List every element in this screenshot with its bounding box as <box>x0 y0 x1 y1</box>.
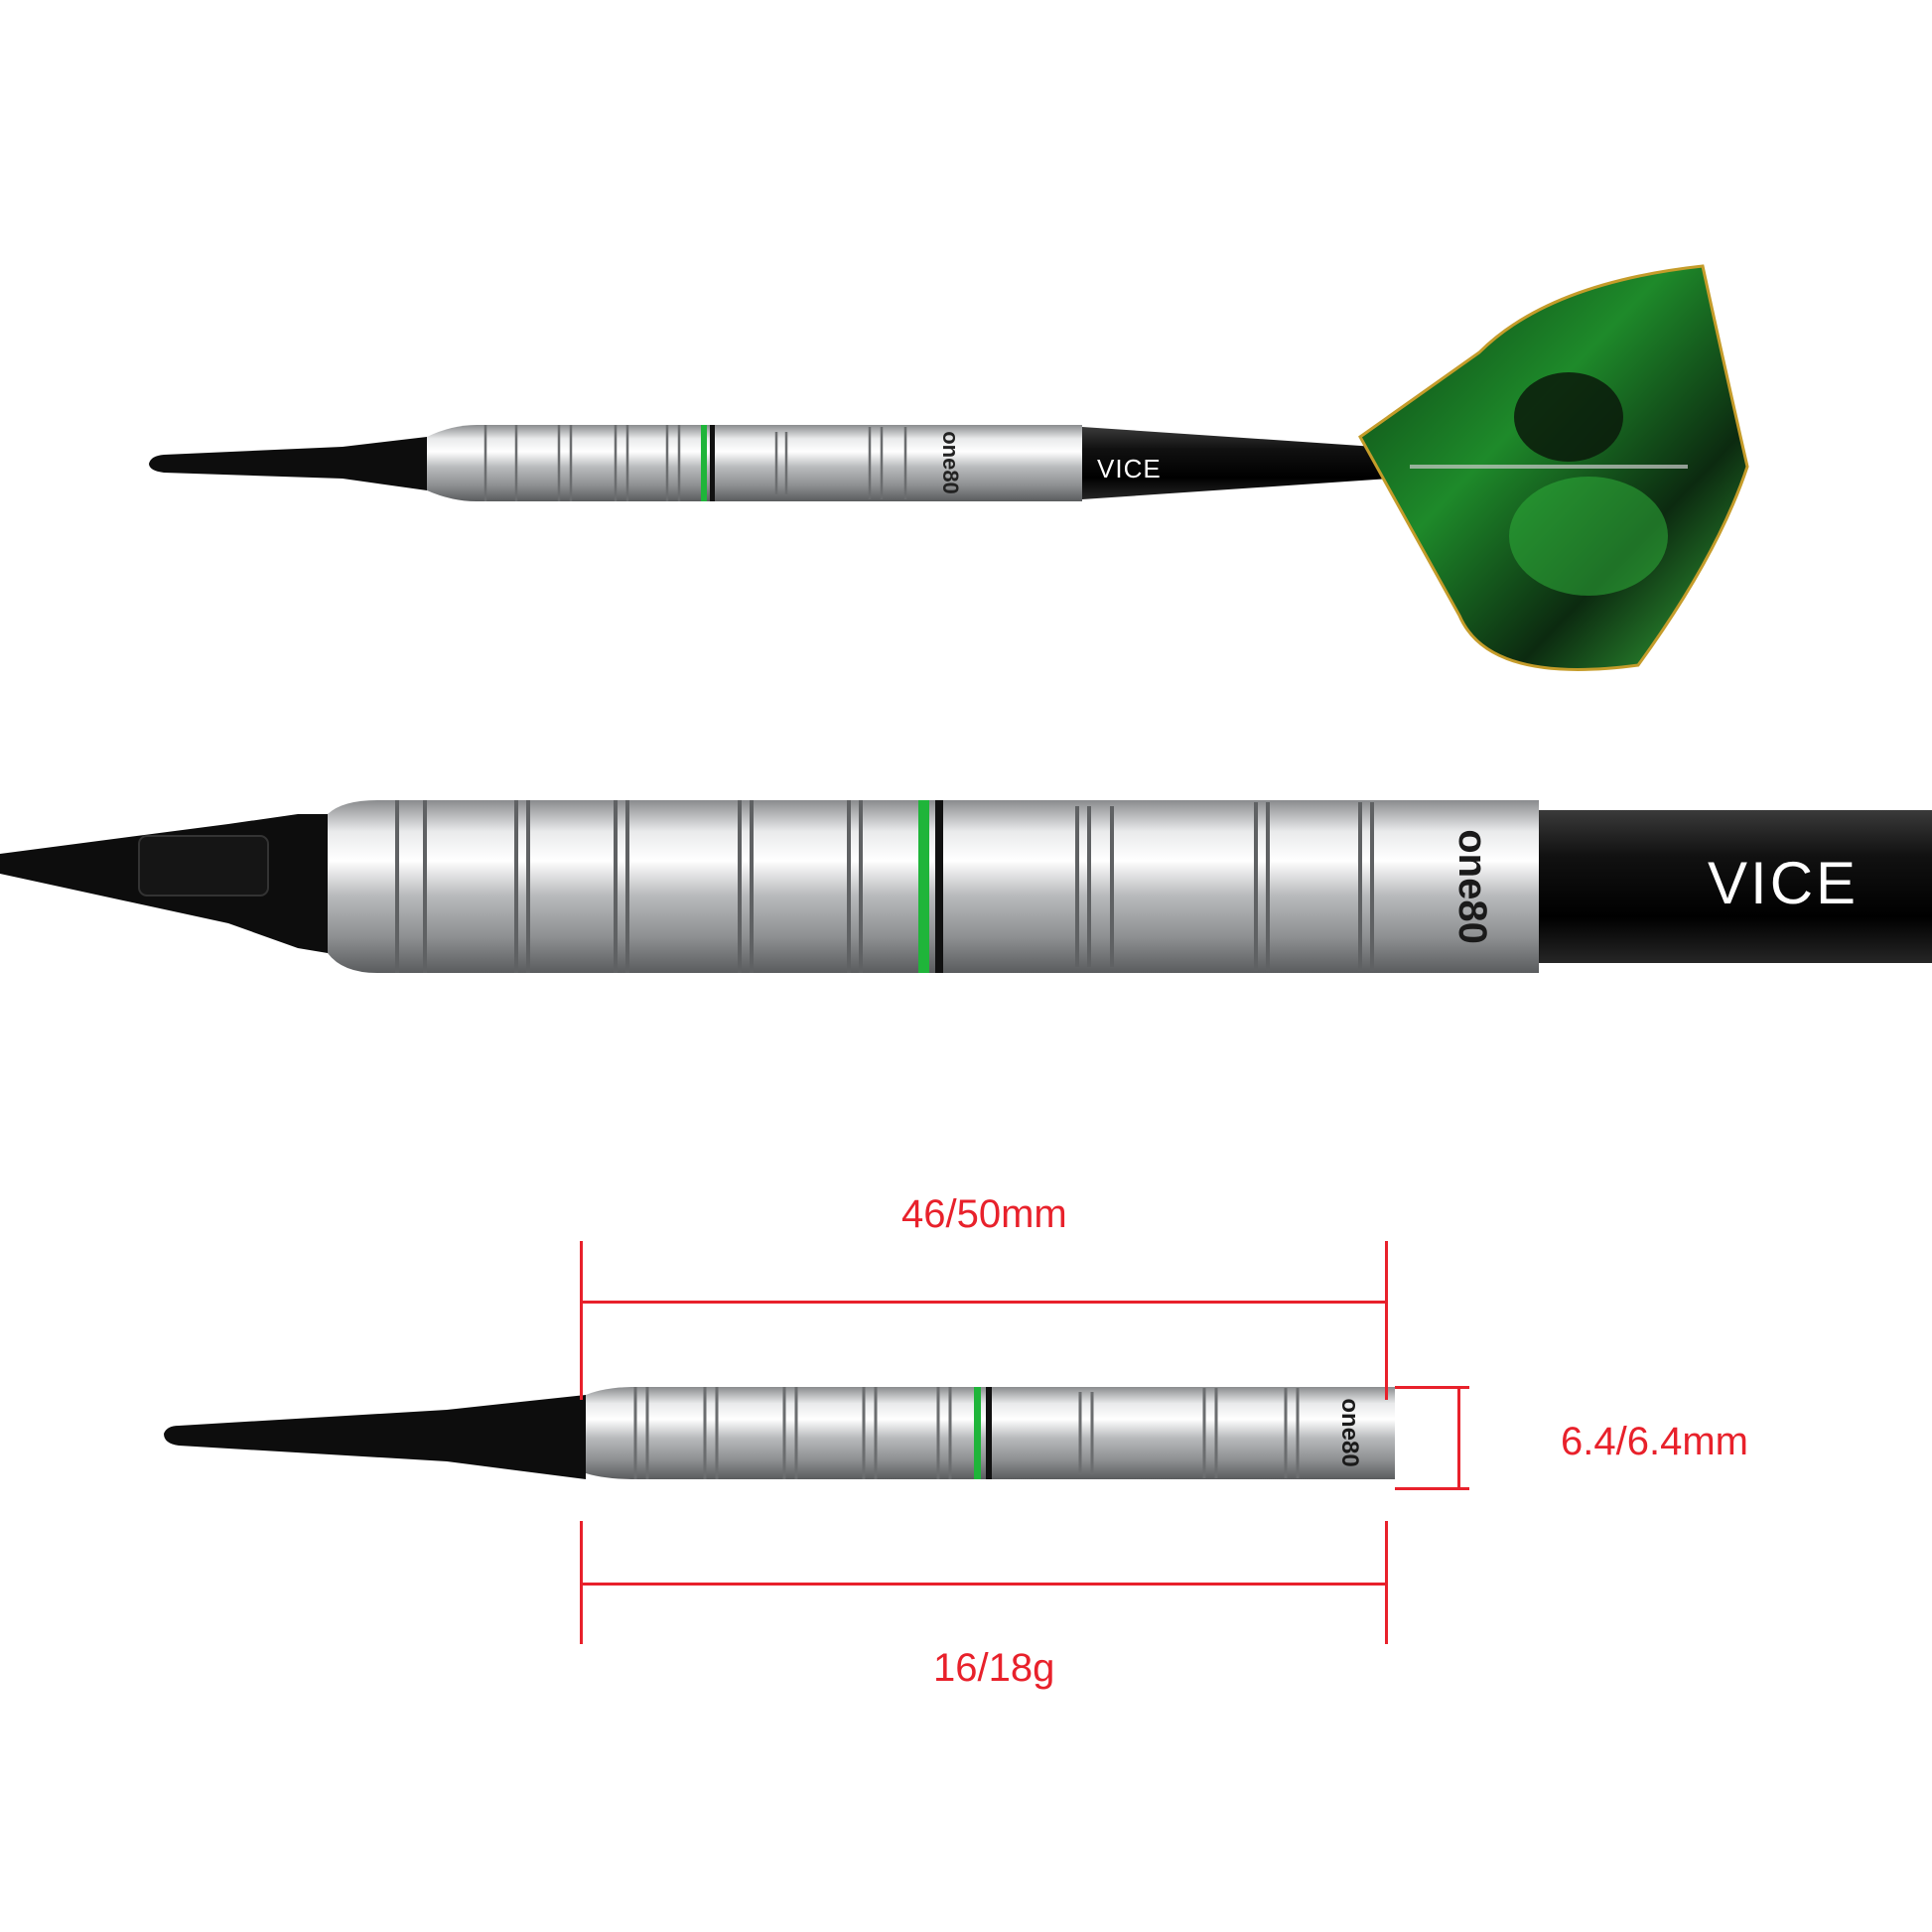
length-line <box>580 1301 1388 1304</box>
diameter-bottom-tick <box>1395 1487 1469 1490</box>
barrel-grooves <box>483 425 907 501</box>
length-line-right-tick <box>1385 1241 1388 1400</box>
dart-tip <box>149 437 427 490</box>
barrel-logo: one80 <box>938 431 963 494</box>
dim-green-ring <box>974 1387 981 1479</box>
weight-line <box>580 1583 1388 1586</box>
shaft-logo: VICE <box>1097 454 1162 483</box>
dart-shaft <box>1082 427 1420 499</box>
green-ring <box>701 425 707 501</box>
closeup-barrel-logo: one80 <box>1450 829 1494 944</box>
diameter-line <box>1457 1386 1460 1490</box>
closeup-green-ring <box>918 800 929 973</box>
closeup-barrel <box>328 800 1539 973</box>
weight-label: 16/18g <box>933 1646 1055 1690</box>
closeup-shaft-logo: VICE <box>1708 850 1859 916</box>
dim-barrel-logo: one80 <box>1336 1398 1363 1466</box>
closeup-grooves <box>395 800 1374 973</box>
diameter-top-tick <box>1395 1386 1469 1389</box>
closeup-shaft <box>1539 810 1932 963</box>
dart-barrel <box>427 425 1082 501</box>
diameter-label: 6.4/6.4mm <box>1561 1420 1748 1463</box>
dart-full-view: one80 VICE <box>149 264 1749 671</box>
dim-grooves <box>633 1387 1300 1479</box>
dim-tip <box>164 1395 586 1479</box>
length-line-left-tick <box>580 1241 583 1400</box>
length-label: 46/50mm <box>901 1192 1067 1236</box>
